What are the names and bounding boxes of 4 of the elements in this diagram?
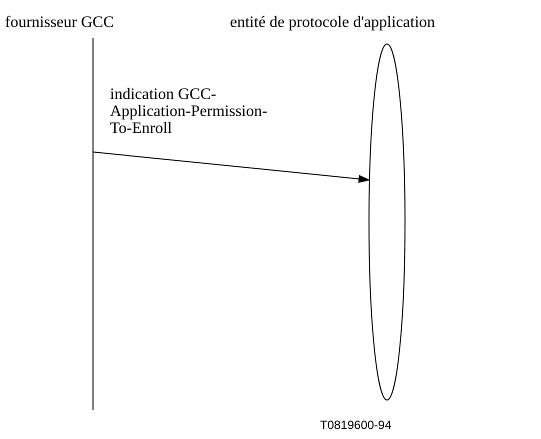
message-arrow (92, 152, 370, 183)
figure-number: T0819600-94 (320, 418, 392, 432)
message-label: indication GCC-Application-Permission-To-Enroll (110, 86, 268, 137)
entity-label: entité de protocole d'application (230, 14, 436, 32)
